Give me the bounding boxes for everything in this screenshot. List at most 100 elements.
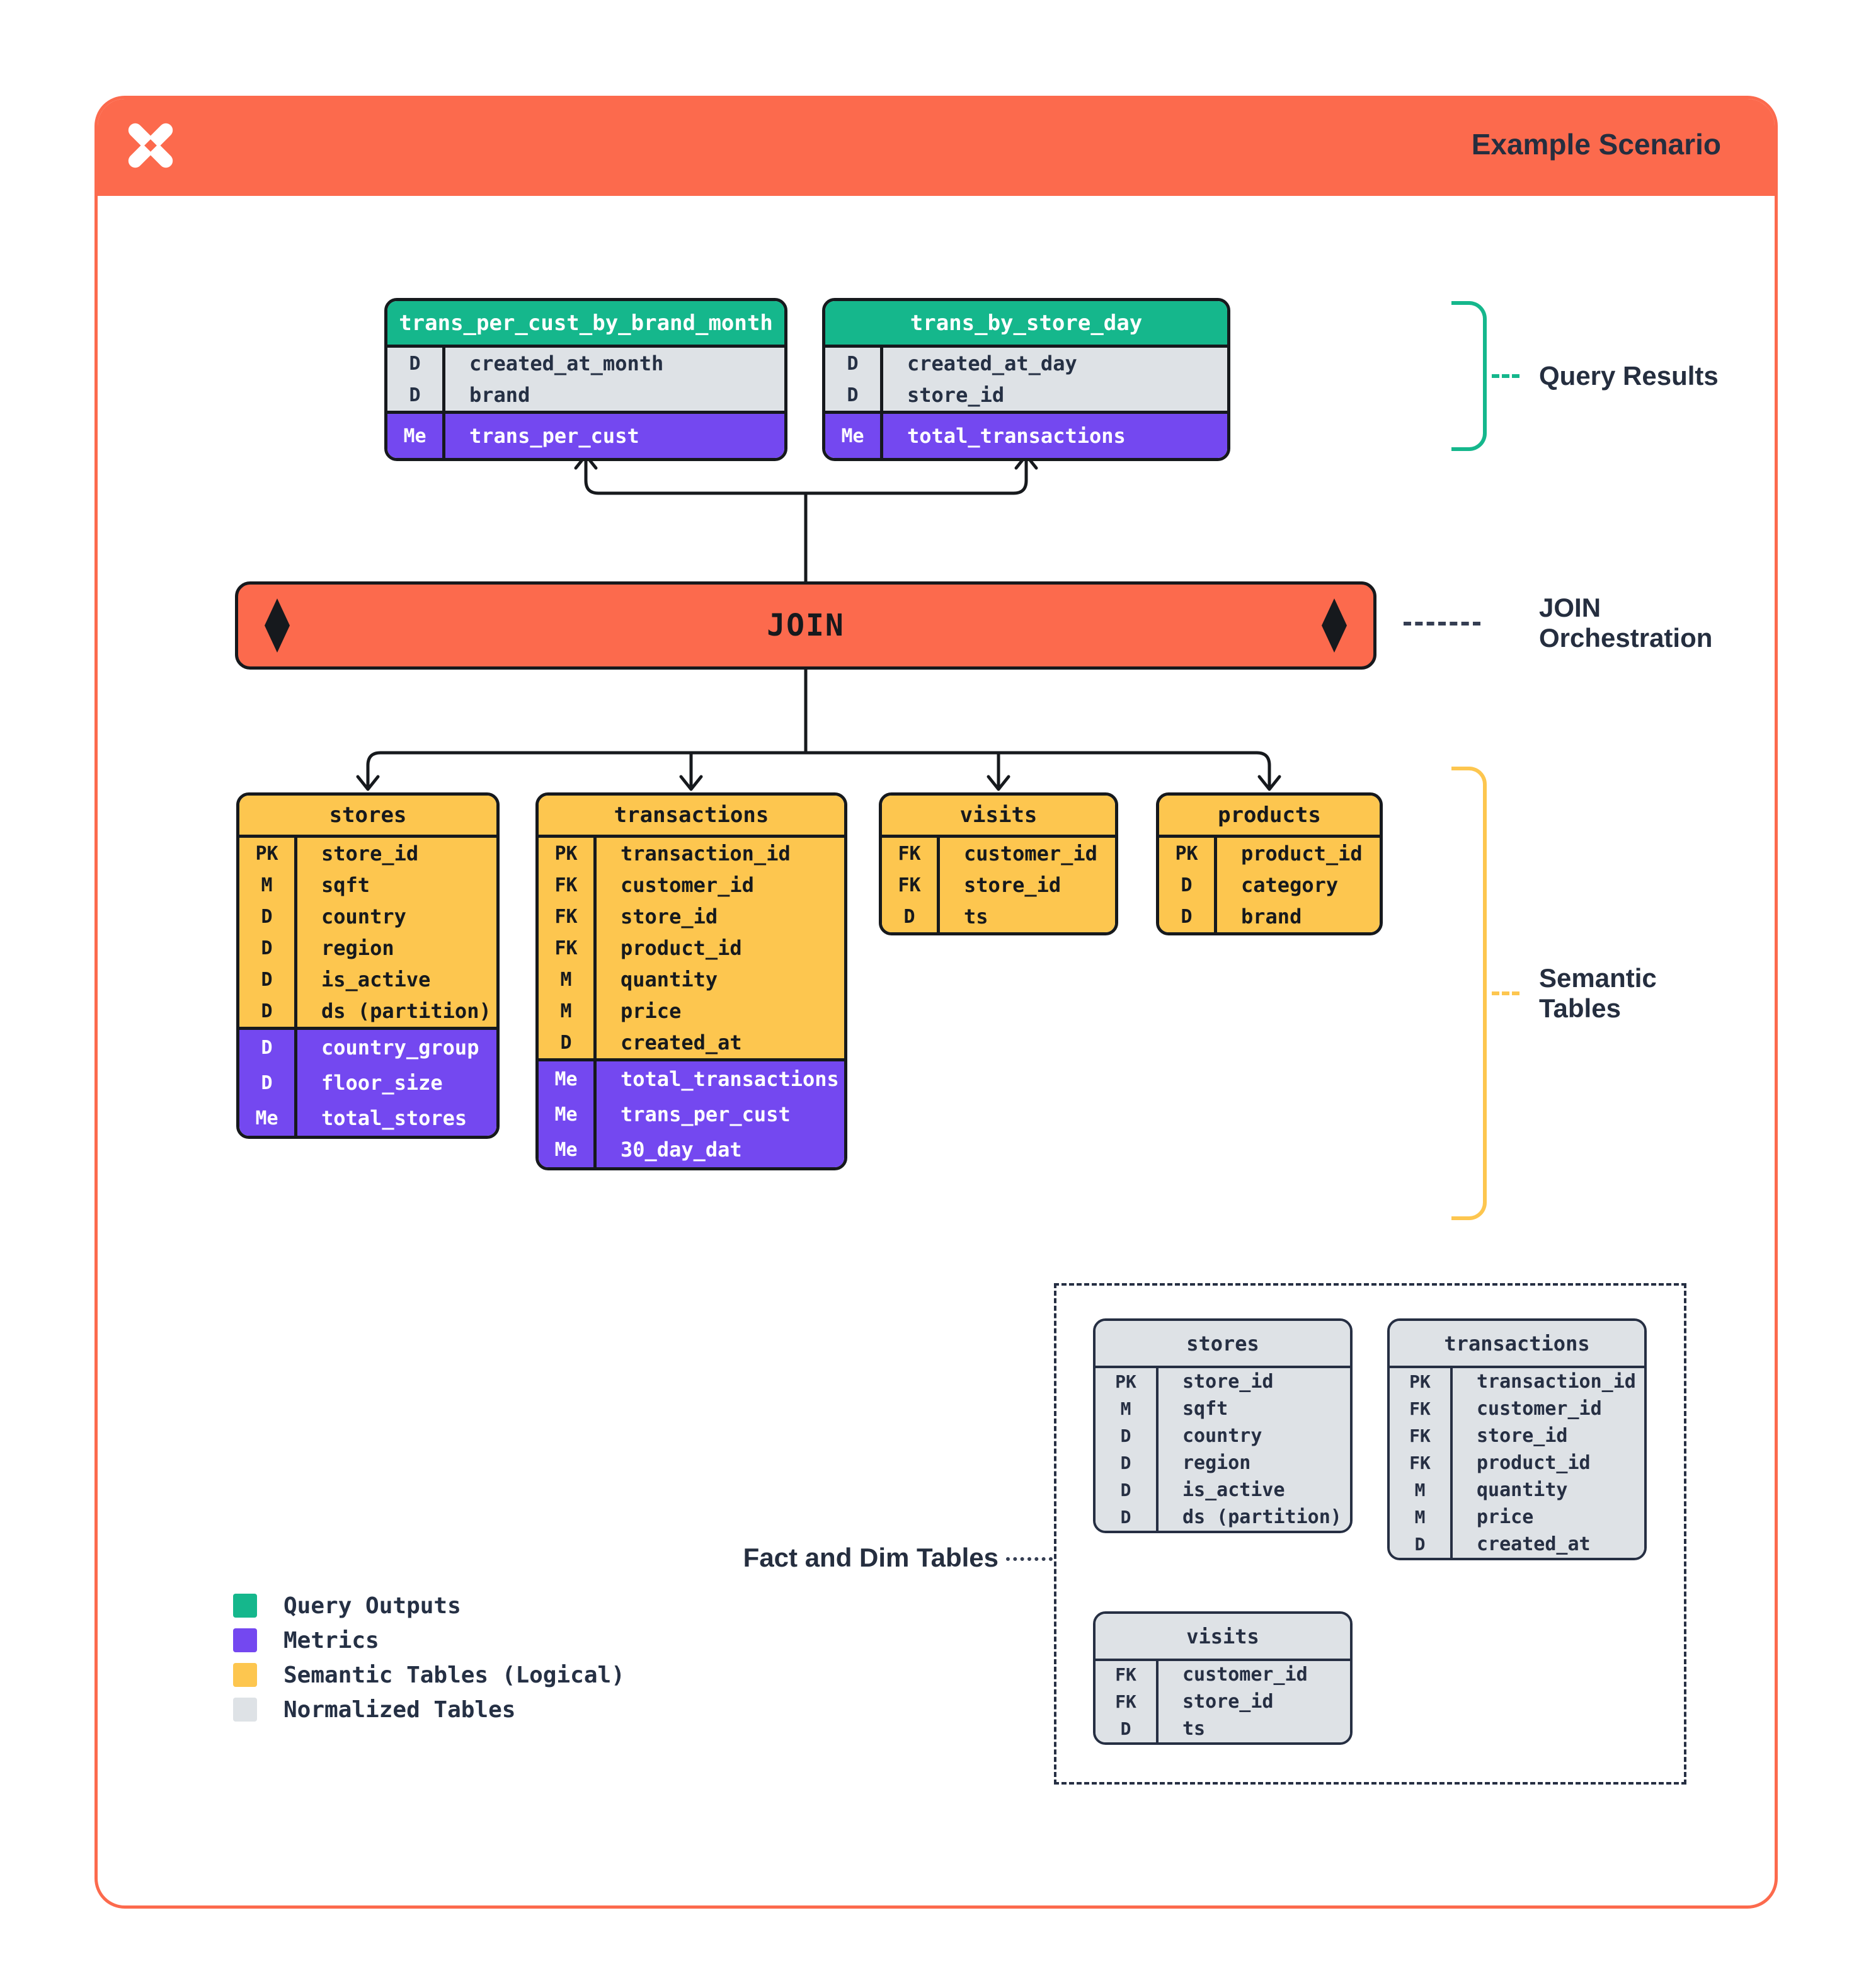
- row-field-name: ts: [1182, 1718, 1206, 1740]
- table-row: D region: [239, 932, 496, 964]
- row-key-tag: M: [1390, 1504, 1453, 1531]
- table-body: PK store_id M sqft D country D region D …: [239, 838, 496, 1136]
- row-field-name: store_id: [621, 905, 718, 928]
- row-field-name: customer_id: [1477, 1398, 1602, 1420]
- row-field-name: product_id: [1241, 842, 1363, 865]
- legend-swatch-icon: [233, 1698, 257, 1722]
- arrowhead-down-stores: [356, 775, 380, 791]
- join-to-semantic-connector: [366, 668, 1271, 789]
- table-row: M sqft: [239, 869, 496, 901]
- table-row: PK transaction_id: [1390, 1368, 1644, 1395]
- table-body: FK customer_id FK store_id D ts: [882, 838, 1115, 932]
- row-field-name: trans_per_cust: [469, 424, 639, 448]
- join-orchestration-label: JOIN Orchestration: [1539, 593, 1712, 653]
- row-key-tag: D: [239, 932, 297, 964]
- row-key-tag: D: [239, 1030, 297, 1065]
- table-title: transactions: [1390, 1321, 1644, 1368]
- pinwheel-x-logo-icon: [128, 123, 173, 168]
- normalized-table-stores: stores PK store_id M sqft D country D re…: [1093, 1318, 1353, 1533]
- table-body: FK customer_id FK store_id D ts: [1096, 1661, 1350, 1742]
- table-row: Me total_stores: [239, 1100, 496, 1136]
- table-metric-rows: Me total_transactions: [825, 411, 1227, 458]
- table-metric-rows: Me trans_per_cust: [387, 411, 784, 458]
- query-result-table-trans_per_cust_by_brand_month: trans_per_cust_by_brand_month D created_…: [384, 298, 787, 461]
- row-field-name: price: [1477, 1506, 1534, 1528]
- table-row: FK store_id: [539, 901, 844, 932]
- join-to-results-connector: [584, 456, 1028, 583]
- diamond-icon: [265, 598, 290, 653]
- normalized-table-visits: visits FK customer_id FK store_id D ts: [1093, 1611, 1353, 1745]
- table-row: D country: [239, 901, 496, 932]
- table-row: FK product_id: [1390, 1449, 1644, 1477]
- table-row: M quantity: [1390, 1477, 1644, 1504]
- table-base-rows: PK transaction_id FK customer_id FK stor…: [1390, 1368, 1644, 1558]
- semantic-table-stores: stores PK store_id M sqft D country D re…: [236, 792, 500, 1139]
- table-base-rows: FK customer_id FK store_id D ts: [1096, 1661, 1350, 1742]
- row-key-tag: D: [387, 348, 445, 379]
- table-row: D brand: [1159, 901, 1380, 932]
- row-field-name: created_at: [621, 1031, 742, 1054]
- legend-label: Normalized Tables: [283, 1696, 516, 1723]
- legend-item-0: Query Outputs: [233, 1593, 625, 1619]
- semantic-tables-line2: Tables: [1539, 993, 1621, 1023]
- row-field-name: region: [1182, 1452, 1251, 1474]
- row-key-tag: FK: [1096, 1688, 1159, 1715]
- row-field-name: product_id: [1477, 1452, 1591, 1474]
- table-row: D created_at: [539, 1027, 844, 1058]
- table-base-rows: FK customer_id FK store_id D ts: [882, 838, 1115, 932]
- arrowhead-down-transactions: [679, 775, 703, 791]
- row-field-name: ts: [964, 905, 988, 928]
- semantic-tables-label: Semantic Tables: [1539, 963, 1657, 1024]
- row-field-name: store_id: [1182, 1691, 1274, 1713]
- card-header: Example Scenario: [98, 99, 1775, 196]
- table-row: D created_at_month: [387, 348, 784, 379]
- table-row: D ts: [882, 901, 1115, 932]
- row-field-name: customer_id: [1182, 1664, 1308, 1686]
- table-title: stores: [1096, 1321, 1350, 1368]
- table-base-rows: PK transaction_id FK customer_id FK stor…: [539, 838, 844, 1058]
- table-base-rows: D created_at_month D brand: [387, 348, 784, 411]
- semantic-tables-line1: Semantic: [1539, 963, 1657, 993]
- row-field-name: transaction_id: [621, 842, 791, 865]
- row-key-tag: D: [825, 379, 883, 411]
- row-key-tag: D: [239, 901, 297, 932]
- row-field-name: customer_id: [964, 842, 1097, 865]
- row-field-name: trans_per_cust: [621, 1102, 791, 1126]
- table-row: PK store_id: [1096, 1368, 1350, 1395]
- row-key-tag: FK: [882, 838, 940, 869]
- row-field-name: country_group: [321, 1036, 479, 1060]
- table-row: D region: [1096, 1449, 1350, 1477]
- join-bar: JOIN: [235, 581, 1376, 670]
- legend-item-1: Metrics: [233, 1628, 625, 1654]
- table-title: trans_per_cust_by_brand_month: [387, 301, 784, 348]
- table-row: Me 30_day_dat: [539, 1132, 844, 1167]
- row-key-tag: Me: [539, 1132, 597, 1167]
- normalized-table-transactions: transactions PK transaction_id FK custom…: [1387, 1318, 1647, 1560]
- row-key-tag: Me: [239, 1100, 297, 1136]
- table-row: D created_at: [1390, 1531, 1644, 1558]
- table-row: FK store_id: [1390, 1422, 1644, 1449]
- row-key-tag: FK: [1390, 1449, 1453, 1477]
- table-row: PK store_id: [239, 838, 496, 869]
- row-key-tag: M: [1096, 1395, 1159, 1422]
- table-row: D brand: [387, 379, 784, 411]
- row-key-tag: D: [1159, 901, 1217, 932]
- semantic-table-visits: visits FK customer_id FK store_id D ts: [879, 792, 1118, 935]
- row-key-tag: FK: [1390, 1395, 1453, 1422]
- semantic-tables-leader: [1492, 991, 1519, 995]
- row-field-name: category: [1241, 873, 1339, 897]
- arrowhead-down-visits: [987, 775, 1010, 791]
- row-key-tag: FK: [1390, 1422, 1453, 1449]
- table-title: transactions: [539, 796, 844, 838]
- legend-swatch-icon: [233, 1628, 257, 1652]
- query-results-leader: [1492, 374, 1519, 378]
- row-key-tag: Me: [825, 414, 883, 458]
- fact-dim-tables-box: [1054, 1283, 1686, 1785]
- table-row: PK product_id: [1159, 838, 1380, 869]
- row-field-name: is_active: [321, 968, 431, 991]
- join-orchestration-line1: JOIN: [1539, 593, 1601, 622]
- row-field-name: customer_id: [621, 873, 754, 897]
- row-key-tag: D: [239, 1065, 297, 1100]
- table-title: visits: [1096, 1614, 1350, 1661]
